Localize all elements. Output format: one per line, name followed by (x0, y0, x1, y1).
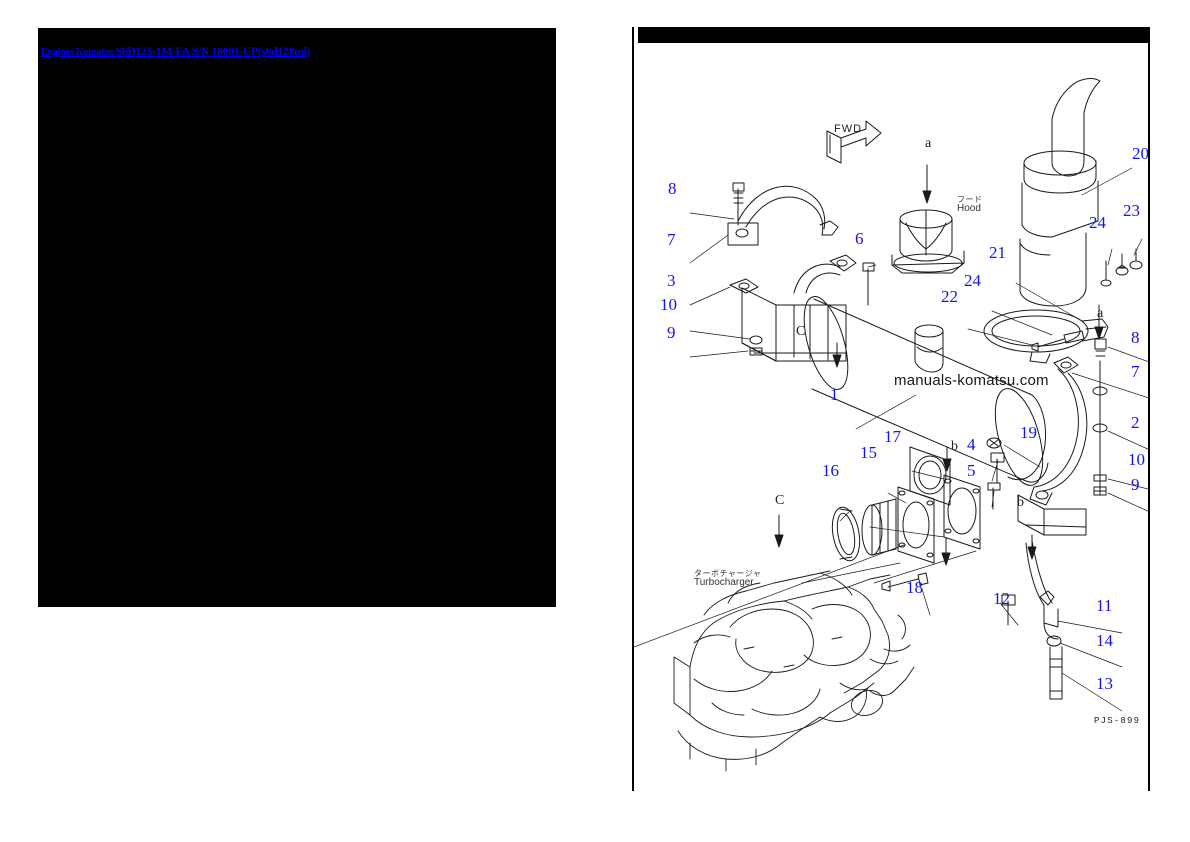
callout-number-12: 12 (993, 589, 1010, 608)
right-bracket-group (1017, 338, 1108, 536)
muffler-assembly-linework (634, 78, 1148, 772)
callout-number-2: 2 (1131, 413, 1140, 432)
label-turbocharger-en: Turbocharger (694, 577, 754, 589)
callout-number-5: 5 (967, 461, 976, 480)
callout-number-7: 7 (667, 230, 676, 249)
callout-number-6: 6 (855, 229, 864, 248)
panel-left-border (632, 27, 634, 791)
left-bracket-group (727, 182, 875, 362)
callout-number-1: 1 (830, 385, 839, 404)
callout-number-7: 7 (1131, 362, 1140, 381)
hanger-rod-group (1001, 540, 1063, 700)
callout-number-10: 10 (1128, 450, 1145, 469)
callout-number-4: 4 (967, 435, 976, 454)
callout-number-3: 3 (667, 271, 676, 290)
muffler-body-part (803, 296, 1049, 506)
clamp-fastener-group (1100, 248, 1143, 287)
label-hood-jp: フード (957, 195, 983, 204)
parts-diagram-panel: フード Hood ターボチャージャ Turbocharger FWD a a b… (632, 27, 1150, 791)
callout-number-11: 11 (1096, 596, 1113, 615)
clamp-ring-part (983, 309, 1109, 364)
label-turbocharger: ターボチャージャ Turbocharger (694, 569, 762, 589)
callout-number-23: 23 (1123, 201, 1140, 220)
callout-number-18: 18 (906, 578, 923, 597)
callout-number-13: 13 (1096, 674, 1113, 693)
callout-number-10: 10 (660, 295, 677, 314)
panel-right-border (1148, 27, 1150, 791)
document-title-link[interactable]: Engines Komatsu S6D125-1M-FA S/N 10001-U… (41, 46, 310, 58)
callout-leader-lines (689, 167, 1148, 712)
callout-number-14: 14 (1096, 631, 1113, 650)
letter-anno-c-engine: C (775, 493, 785, 508)
callout-number-8: 8 (668, 179, 677, 198)
label-turbocharger-jp: ターボチャージャ (694, 569, 762, 578)
callout-number-24: 24 (1089, 213, 1106, 232)
exhaust-tube-part (1019, 78, 1101, 307)
callout-number-16: 16 (822, 461, 839, 480)
callout-number-21: 21 (989, 243, 1006, 262)
image-placeholder-panel: Engines Komatsu S6D125-1M-FA S/N 10001-U… (38, 28, 556, 607)
label-hood: フード Hood (957, 195, 983, 215)
document-title-prefix: Engines Komatsu (41, 47, 116, 58)
callout-number-22: 22 (941, 287, 958, 306)
document-title-model: S6D125-1M-FA S/N 10001-UP(s6d120nd) (115, 46, 311, 58)
flange-gasket-group (831, 474, 981, 592)
letter-anno-b-mid: b (951, 439, 958, 454)
callout-number-9: 9 (1131, 475, 1140, 494)
callout-number-19: 19 (1020, 423, 1037, 442)
panel-top-bar (638, 27, 1150, 43)
fwd-label: FWD (834, 123, 863, 135)
turbocharger-engine-block (673, 570, 915, 772)
letter-anno-a-right: a (1097, 306, 1104, 321)
callout-number-20: 20 (1132, 144, 1149, 163)
fwd-arrow-icon (826, 120, 882, 164)
letter-anno-c-bracket: C (796, 324, 806, 339)
hood-part (891, 209, 965, 274)
exploded-view-drawing (634, 43, 1148, 791)
callout-number-8: 8 (1131, 328, 1140, 347)
callout-number-15: 15 (860, 443, 877, 462)
small-fastener-group (986, 437, 1005, 510)
callout-number-9: 9 (667, 323, 676, 342)
letter-anno-a-top: a (925, 136, 932, 151)
callout-number-24: 24 (964, 271, 981, 290)
figure-code: PJS-899 (1094, 716, 1141, 726)
watermark-text: manuals-komatsu.com (894, 372, 1049, 389)
label-hood-en: Hood (957, 203, 981, 215)
letter-anno-b-bottom: b (1017, 495, 1024, 510)
bolt-22 (1031, 330, 1085, 352)
callout-number-17: 17 (884, 427, 901, 446)
